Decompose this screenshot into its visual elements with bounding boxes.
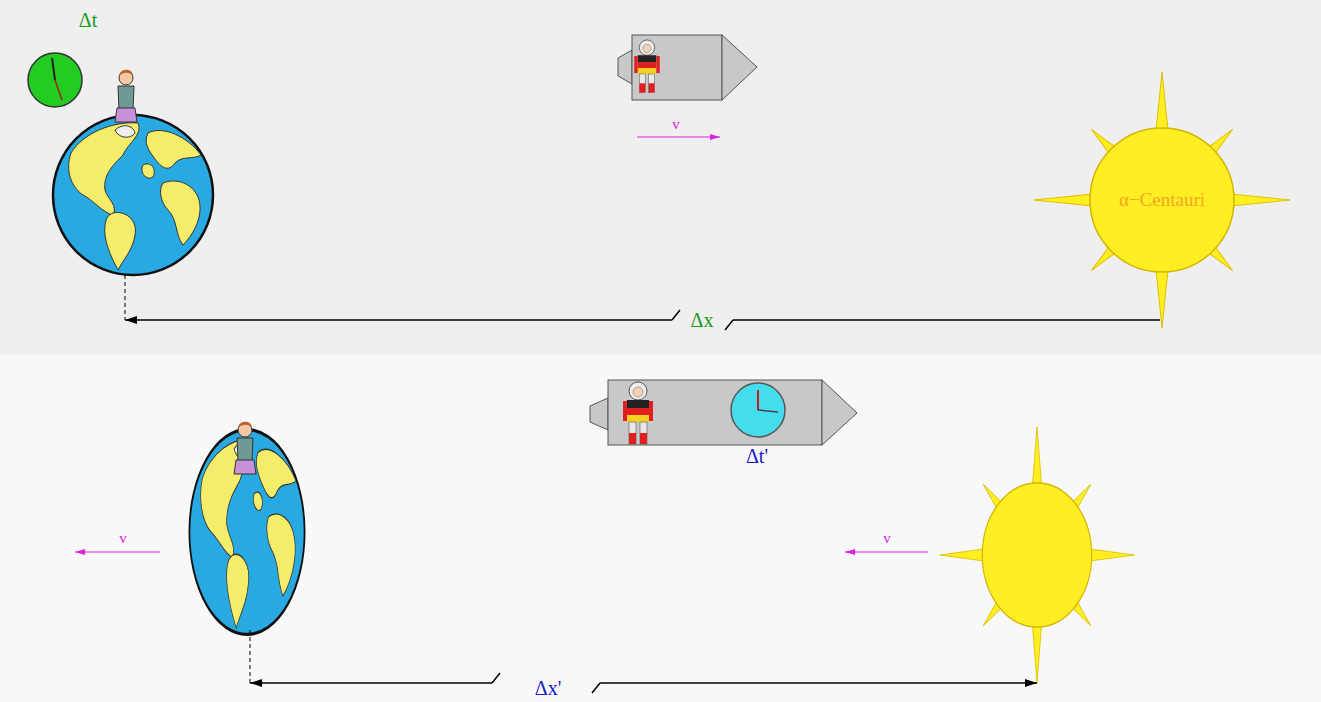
- star-node: α−Centauri: [1022, 60, 1302, 340]
- velocity-label: v: [883, 531, 891, 546]
- velocity-label: v: [119, 531, 127, 546]
- star-name: α−Centauri: [1119, 189, 1205, 211]
- distance-label: Δx': [535, 678, 561, 698]
- distance-label: Δx: [691, 310, 714, 330]
- time-label: Δt: [79, 10, 97, 30]
- time-label: Δt': [746, 446, 768, 466]
- velocity-label: v: [672, 117, 680, 132]
